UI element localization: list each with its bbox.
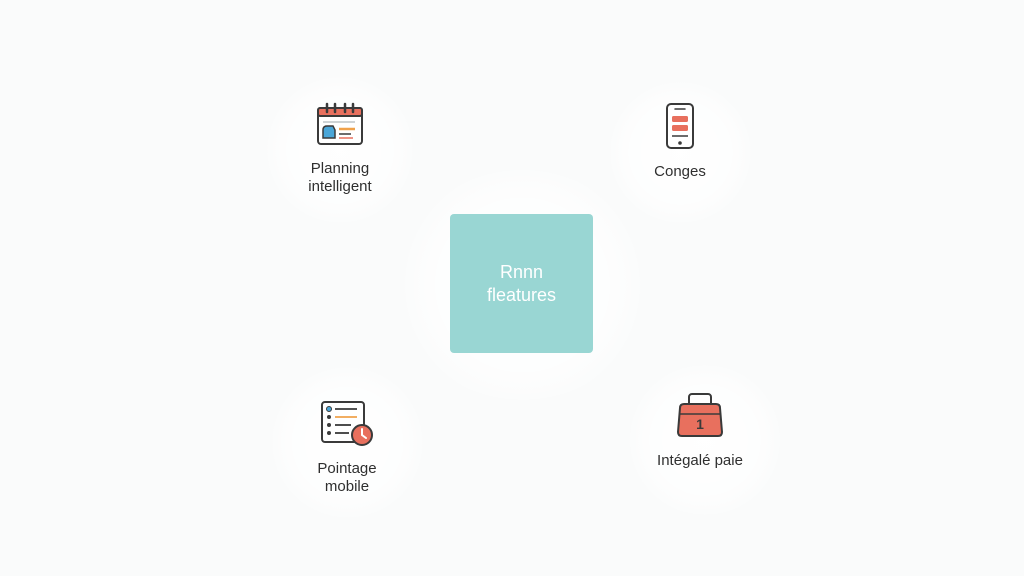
halo-planning bbox=[265, 75, 415, 225]
node-pointage: Pointage mobile bbox=[297, 400, 397, 496]
center-title-line1: Rnnn bbox=[499, 261, 544, 282]
paie-label: Intégalé paie bbox=[657, 452, 743, 469]
planning-label-line1: Planning bbox=[310, 160, 370, 177]
node-conges: Conges bbox=[630, 102, 730, 181]
node-paie: 1 Intégalé paie bbox=[650, 392, 750, 470]
paie-badge-number: 1 bbox=[696, 416, 704, 432]
planning-label-line2: intelligent bbox=[308, 178, 372, 195]
conges-label: Conges bbox=[654, 163, 706, 180]
smartphone-icon bbox=[666, 103, 694, 149]
center-features-box: Rnnn fleatures bbox=[450, 214, 593, 353]
checklist-clock-icon bbox=[321, 401, 373, 446]
pointage-label-line2: mobile bbox=[324, 478, 370, 495]
calendar-icon bbox=[317, 102, 363, 145]
node-planning: Planning intelligent bbox=[290, 102, 390, 196]
pointage-label-line1: Pointage bbox=[317, 460, 377, 477]
halo-paie bbox=[625, 365, 785, 515]
bag-icon: 1 bbox=[676, 393, 724, 437]
center-title-line2: fleatures bbox=[486, 284, 557, 305]
